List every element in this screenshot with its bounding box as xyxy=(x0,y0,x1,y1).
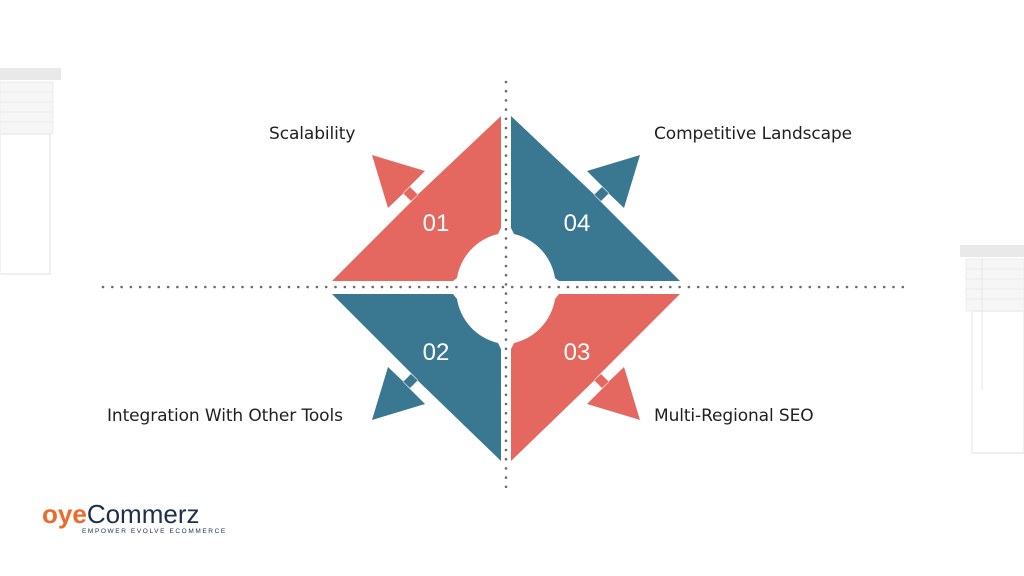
quadrant-01-number: 01 xyxy=(422,210,450,237)
label-scalability: Scalability xyxy=(269,124,356,144)
label-competitive-landscape: Competitive Landscape xyxy=(654,124,853,144)
brand-logo: oyeCommerz EMPOWER EVOLVE ECOMMERCE xyxy=(42,500,227,535)
quadrant-03-number: 03 xyxy=(563,339,591,366)
logo-wordmark: oyeCommerz xyxy=(42,500,227,528)
right-window-decoration xyxy=(960,245,1024,454)
logo-tagline: EMPOWER EVOLVE ECOMMERCE xyxy=(82,528,227,535)
quadrant-01-arrow xyxy=(332,116,501,281)
quadrant-04-number: 04 xyxy=(563,210,591,237)
logo-main-text: Commerz xyxy=(86,499,200,529)
quadrant-04-arrow xyxy=(511,116,680,281)
left-window-decoration xyxy=(0,68,61,275)
quadrant-03-arrow xyxy=(511,294,680,461)
logo-accent-text: oye xyxy=(42,499,87,529)
quadrant-02-number: 02 xyxy=(422,339,450,366)
label-multi-regional-seo: Multi-Regional SEO xyxy=(654,406,814,426)
label-integration-with-other-tools: Integration With Other Tools xyxy=(107,406,343,426)
quadrant-02-arrow xyxy=(332,294,501,461)
